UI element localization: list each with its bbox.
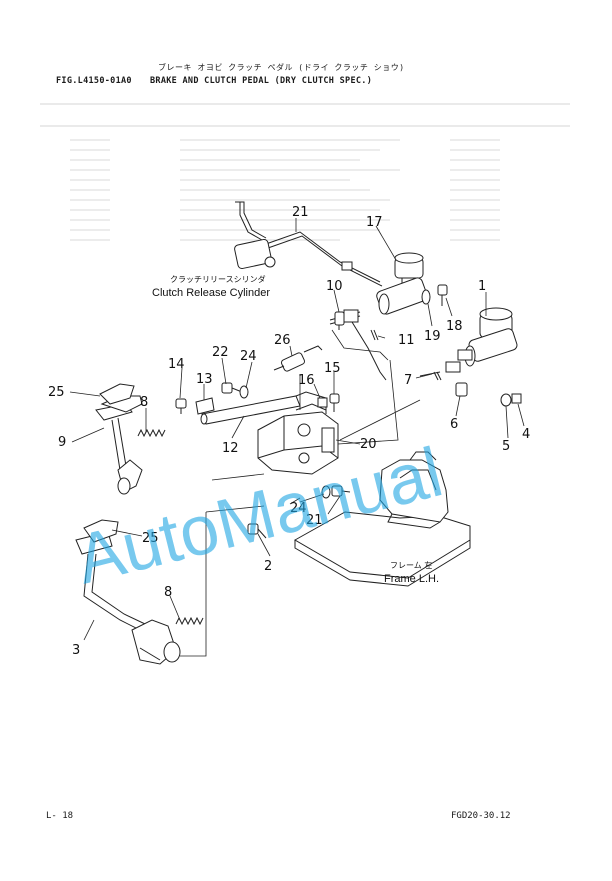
callout-14: 13	[196, 372, 213, 387]
callout-21: 21	[292, 205, 309, 220]
part-6-clevis	[455, 382, 468, 397]
callout-15: 14	[168, 357, 185, 372]
callout-6: 6	[450, 417, 458, 432]
part-18-clutch-master-cylinder	[329, 252, 428, 381]
part-14-plate	[195, 397, 215, 415]
show-through-parts-list	[40, 103, 570, 241]
clutch-release-cylinder-label: Clutch Release Cylinder	[152, 287, 270, 299]
callout-22: 21	[306, 513, 323, 528]
part-1-brake-master-cylinder	[419, 307, 518, 377]
callout-8-upper: 8	[140, 395, 148, 410]
part-3-washer	[500, 393, 512, 407]
callout-24-lower: 24	[290, 501, 307, 516]
part-25-pedal-pad-upper	[99, 383, 135, 405]
model-code: FGD20-30.12	[451, 811, 511, 821]
part-8-spring-upper	[137, 428, 166, 438]
callout-8-lower: 8	[164, 585, 172, 600]
part-11-pin	[370, 329, 379, 341]
callout-4: 4	[522, 427, 530, 442]
callout-25-upper: 25	[48, 385, 65, 400]
callout-10: 10	[326, 279, 343, 294]
callout-2: 2	[264, 559, 272, 574]
callout-26: 26	[274, 333, 291, 348]
part-19-bolt	[437, 284, 448, 306]
part-8-spring-lower	[175, 616, 204, 626]
part-2-bolt	[247, 523, 267, 539]
figure-number: FIG.L4150-01A0	[56, 76, 132, 86]
callout-18: 17	[366, 215, 383, 230]
frame-lh	[293, 451, 471, 587]
page-number: L- 18	[46, 811, 74, 821]
part-20-washer	[421, 289, 431, 305]
callout-9: 9	[58, 435, 66, 450]
part-26-switch	[273, 345, 323, 372]
callout-16: 15	[324, 361, 341, 376]
callout-13: 12	[222, 441, 239, 456]
figure-title: BRAKE AND CLUTCH PEDAL (DRY CLUTCH SPEC.…	[150, 76, 373, 86]
assembly-guide-lines	[180, 329, 421, 657]
part-12-pedal-bracket	[257, 391, 339, 475]
callout-12: 20	[360, 437, 377, 452]
callout-25-lower: 25	[142, 531, 159, 546]
callout-11: 11	[398, 333, 415, 348]
leader-lines	[69, 218, 525, 641]
part-22-bolt	[331, 485, 351, 497]
part-25-pedal-pad-lower	[83, 519, 119, 543]
callout-23: 22	[212, 345, 229, 360]
clutch-release-cylinder-label-jp: クラッチリリースシリンダ	[170, 274, 266, 284]
part-17-nut	[317, 397, 328, 408]
callout-3: 5	[502, 439, 510, 454]
part-15-bolt	[175, 398, 187, 414]
part-24-washer-lower	[321, 485, 331, 499]
part-24-washer-upper	[239, 385, 249, 399]
part-10-bolt	[334, 311, 345, 330]
part-16-bolt	[329, 393, 340, 412]
callout-17: 16	[298, 373, 315, 388]
part-23-bolt	[221, 382, 243, 394]
part-21-clutch-line	[234, 201, 383, 287]
part-9-clutch-pedal	[95, 395, 143, 495]
captions: クラッチリリースシリンダ Clutch Release Cylinder フレー…	[152, 274, 439, 585]
part-7-pin	[433, 371, 442, 381]
part-4-nut	[511, 393, 522, 404]
callout-5: 3	[72, 643, 80, 658]
callout-20: 19	[424, 329, 441, 344]
callout-19: 18	[446, 319, 463, 334]
callout-1: 1	[478, 279, 486, 294]
frame-label-jp: フレーム 左	[390, 560, 432, 570]
callout-24-upper: 24	[240, 349, 257, 364]
japanese-title: ブレーキ オヨビ クラッチ ペダル (ドライ クラッチ ショウ)	[158, 63, 405, 72]
callouts: 21 17 10 11 19 18 1 7 6 5 4 26 24 22 14 …	[48, 205, 530, 658]
callout-7: 7	[404, 373, 412, 388]
frame-label: Frame L.H.	[384, 573, 439, 585]
